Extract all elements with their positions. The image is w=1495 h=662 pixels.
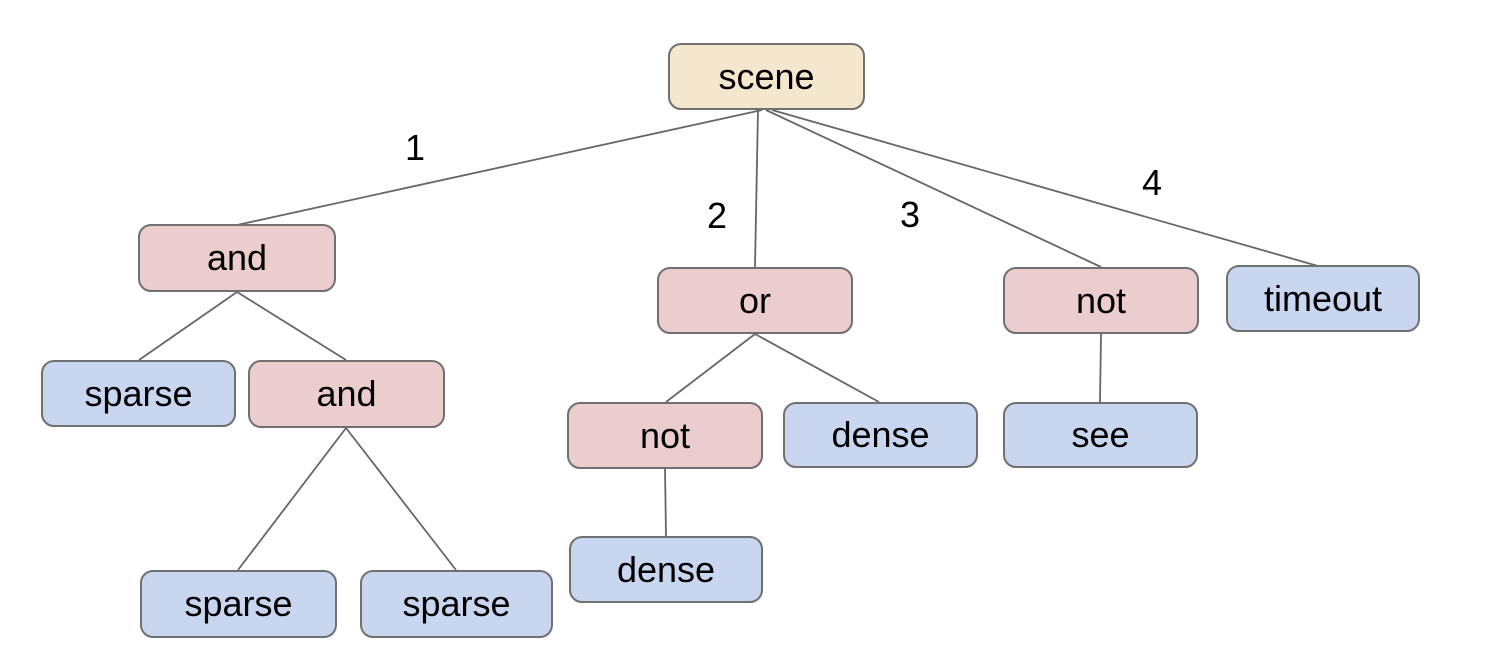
node-and-level2: and [248, 360, 445, 428]
node-or: or [657, 267, 853, 334]
node-sparse-level2: sparse [41, 360, 236, 427]
node-see: see [1003, 402, 1198, 468]
node-dense-level3: dense [569, 536, 763, 603]
edge-or-not [665, 333, 756, 403]
edge-label-4: 4 [1142, 162, 1162, 203]
edge-scene-timeout [771, 109, 1319, 267]
node-sparse-level3-left: sparse [140, 570, 337, 638]
edge-scene-or [754, 109, 759, 268]
edge-label-3: 3 [900, 194, 920, 235]
edge-not2-dense2 [664, 468, 667, 537]
edge-label-1: 1 [405, 127, 425, 168]
node-dense-level2: dense [783, 402, 978, 468]
edge-and-and [236, 291, 347, 361]
edge-not-see [1099, 333, 1102, 403]
node-and-level1: and [138, 224, 336, 292]
node-scene: scene [668, 43, 865, 110]
node-timeout: timeout [1226, 265, 1420, 332]
edge-label-2: 2 [707, 195, 727, 236]
node-not-level2: not [567, 402, 763, 469]
edge-or-dense [754, 333, 880, 403]
edge-and-sparse [138, 291, 238, 361]
edge-and2-sparse2 [237, 427, 347, 571]
node-not-level1: not [1003, 267, 1199, 334]
node-sparse-level3-right: sparse [360, 570, 553, 638]
edge-and2-sparse3 [345, 427, 457, 571]
edge-scene-not [765, 109, 1102, 268]
edge-scene-and [236, 109, 763, 226]
